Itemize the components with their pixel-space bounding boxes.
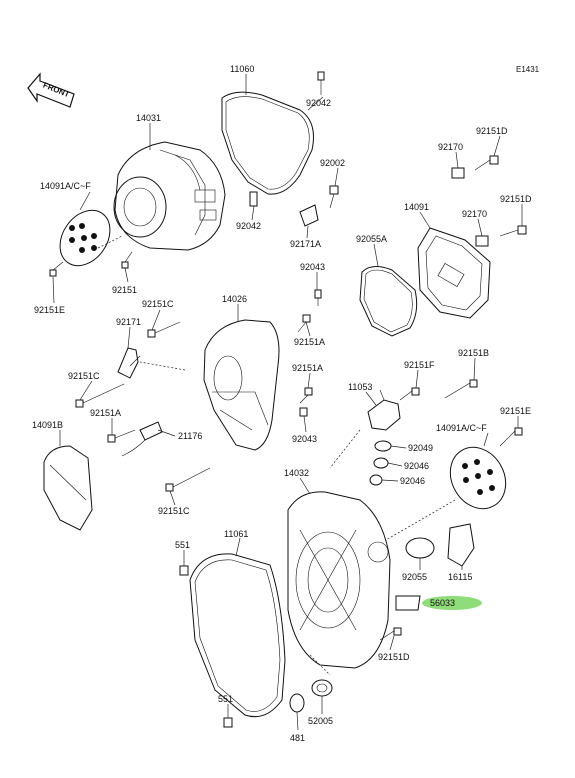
label-92151b: 92151B	[458, 348, 489, 358]
cover-14091	[417, 227, 491, 319]
gasket-11061	[189, 553, 286, 718]
label-14091a-cf-left: 14091A/C~F	[40, 181, 91, 191]
cover-cap-left	[59, 209, 111, 267]
label-11061: 11061	[224, 529, 248, 539]
bolt-92151	[121, 251, 133, 269]
label-92043-a: 92043	[300, 262, 325, 272]
label-92151a-a: 92151A	[294, 337, 325, 347]
label-92151c-a: 92151C	[142, 299, 174, 309]
plug-52005	[311, 679, 333, 697]
collar-92170-b	[475, 235, 489, 247]
label-92049: 92049	[408, 443, 433, 453]
label-551-a: 551	[175, 540, 190, 550]
pulser-cover-14026	[203, 319, 280, 451]
cover-cap-right	[449, 446, 507, 510]
label-14026: 14026	[222, 294, 247, 304]
label-92170-b: 92170	[462, 209, 487, 219]
bolt-92151c-c	[165, 467, 211, 492]
label-551-b: 551	[218, 694, 233, 704]
bolt-92002	[329, 185, 339, 209]
label-92171: 92171	[116, 317, 141, 327]
label-92151d-b: 92151D	[500, 194, 532, 204]
bolt-92151a-a	[297, 314, 311, 333]
bolt-92042-top	[317, 71, 325, 95]
washer-92046-a	[373, 457, 389, 469]
label-92171a: 92171A	[290, 239, 321, 249]
bolt-92151d-b	[499, 225, 527, 237]
circlip-481	[289, 693, 305, 713]
bolt-92151c-a	[147, 321, 181, 338]
label-21176: 21176	[178, 431, 202, 441]
label-92043-b: 92043	[292, 434, 317, 444]
cap-16115	[447, 523, 475, 567]
label-92170-a: 92170	[438, 142, 463, 152]
label-14091: 14091	[404, 202, 429, 212]
label-92151: 92151	[112, 285, 137, 295]
dowel-551-a	[179, 565, 189, 576]
bolt-92151e-right	[499, 427, 523, 447]
cover-14091b	[43, 445, 93, 531]
label-56033	[395, 595, 482, 611]
bolt-92151d-c	[379, 627, 402, 641]
bolt-92042-mid	[249, 191, 258, 207]
bolt-92043-top	[314, 289, 322, 306]
bolt-92151a-b	[299, 387, 313, 404]
bolt-92151f	[399, 387, 420, 401]
label-92151e-left: 92151E	[34, 305, 65, 315]
ref-code: E1431	[516, 65, 540, 74]
label-52005: 52005	[308, 716, 333, 726]
label-92151f: 92151F	[404, 360, 435, 370]
label-11060: 11060	[230, 64, 254, 74]
label-92046-a: 92046	[404, 461, 429, 471]
label-92151a-b: 92151A	[292, 363, 323, 373]
generator-cover-14031	[113, 141, 226, 251]
label-92002: 92002	[320, 158, 345, 168]
part-labels: 11060 14031 92042 92002 14091A/C~F 92042…	[32, 64, 532, 743]
label-14032: 14032	[284, 468, 309, 478]
bolt-92151a-c	[107, 429, 136, 443]
bolt-92043-bottom	[299, 407, 308, 417]
label-92042-a: 92042	[306, 98, 331, 108]
dowel-551-b	[223, 717, 233, 728]
label-92151d-a: 92151D	[476, 126, 508, 136]
bolt-92151d-a	[474, 155, 499, 171]
label-14091b: 14091B	[32, 420, 63, 430]
clamp-92171a	[299, 204, 319, 227]
gasket-92055a	[359, 266, 418, 337]
label-92042-b: 92042	[236, 221, 261, 231]
sensor-21176	[121, 421, 163, 457]
bolt-92151e-left	[49, 261, 64, 277]
label-92151e-right: 92151E	[500, 406, 531, 416]
label-92151c-c: 92151C	[158, 506, 190, 516]
label-92055: 92055	[402, 572, 427, 582]
label-11053: 11053	[348, 382, 372, 392]
label-92055a: 92055A	[356, 234, 387, 244]
label-14091a-cf-right: 14091A/C~F	[436, 423, 487, 433]
label-92151c-b: 92151C	[68, 371, 100, 381]
label-92046-b: 92046	[400, 476, 425, 486]
bracket-11053	[367, 389, 401, 431]
bolt-92151c-b	[75, 383, 125, 408]
bolt-92151b	[444, 379, 478, 399]
collar-92170-a	[451, 167, 465, 179]
front-arrow-icon: FRONT	[27, 72, 75, 108]
label-92151a-c: 92151A	[90, 408, 121, 418]
label-92151d-c: 92151D	[378, 652, 410, 662]
washer-92046-b	[369, 474, 383, 486]
clamp-92171	[117, 347, 141, 379]
washer-92049	[374, 440, 392, 452]
leader-lines	[52, 74, 523, 731]
label-16115: 16115	[448, 572, 472, 582]
clutch-cover-14032	[287, 491, 391, 669]
oring-92055	[405, 537, 435, 559]
label-56033: 56033	[430, 598, 455, 608]
gasket-11060	[221, 91, 314, 195]
highlight-56033	[422, 596, 482, 610]
label-481: 481	[290, 733, 305, 743]
label-14031: 14031	[136, 113, 161, 123]
